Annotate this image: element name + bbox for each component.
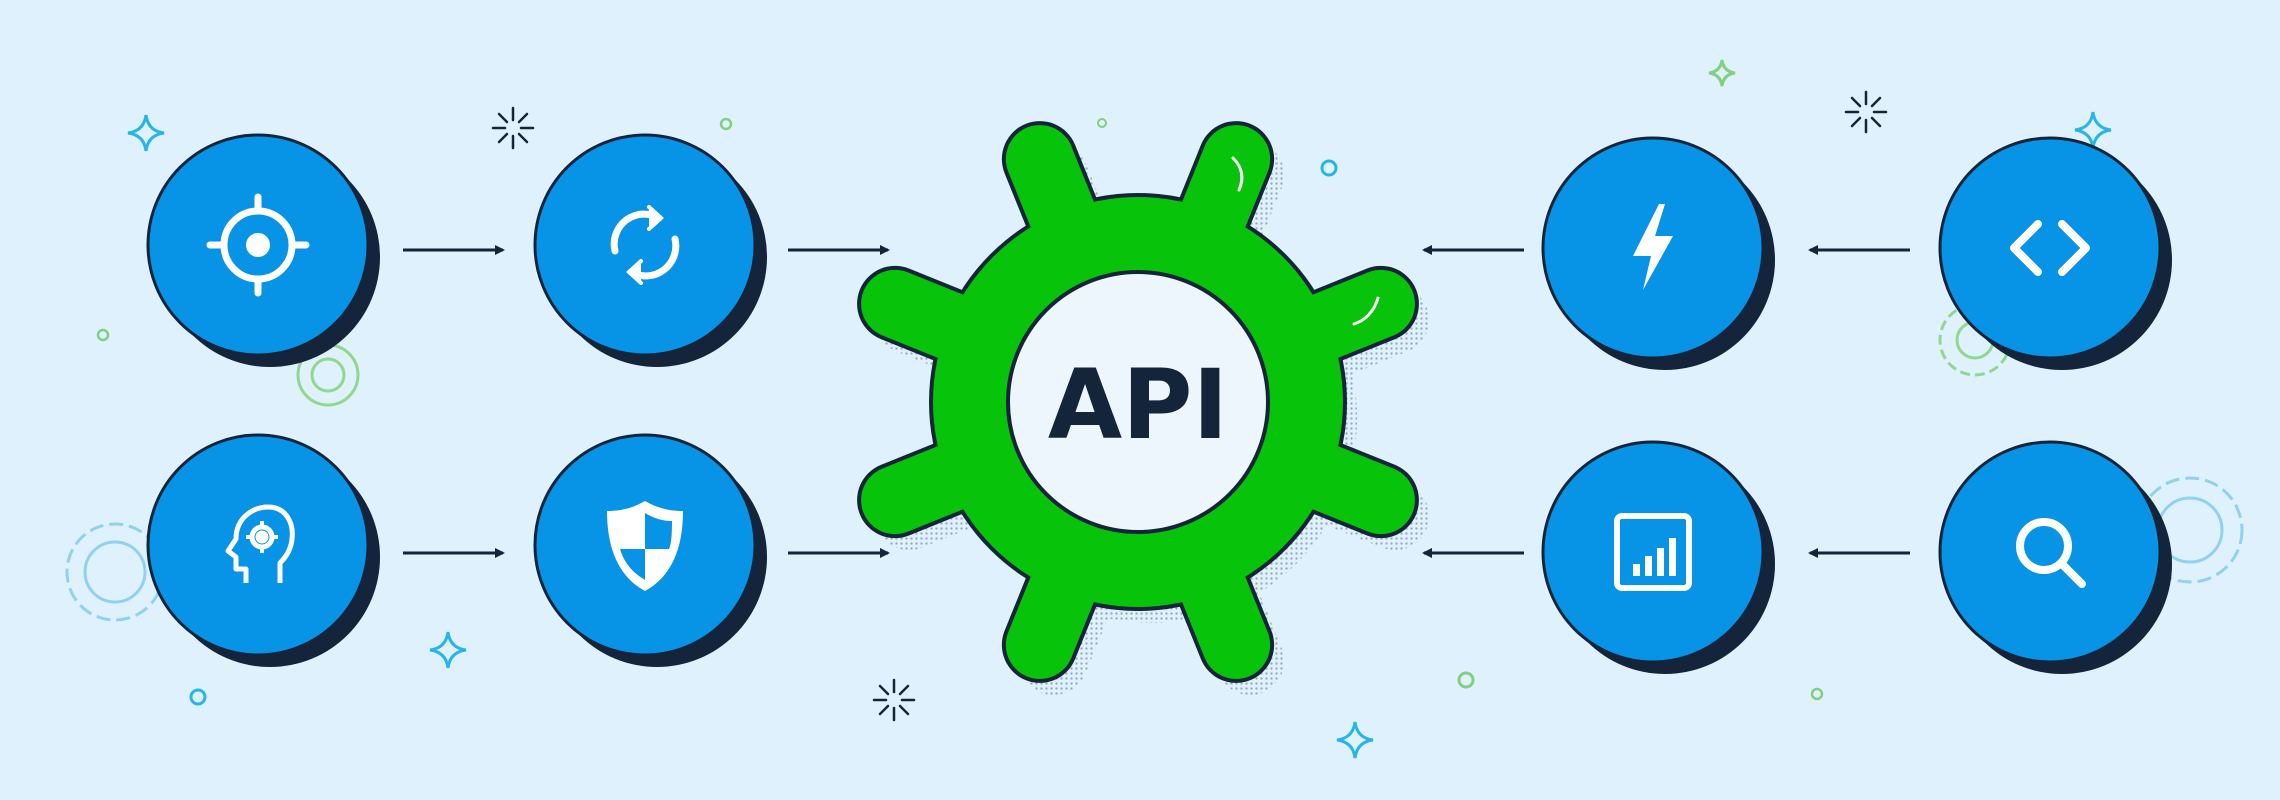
flow-arrows: [403, 245, 1910, 558]
bar-chart-icon: [1614, 513, 1692, 591]
node-target[interactable]: [146, 133, 380, 367]
node-sync[interactable]: [533, 133, 767, 367]
sparkle-icon: [429, 631, 467, 669]
target-icon: [206, 193, 310, 297]
gear-highlight: [1352, 296, 1380, 326]
burst-icon: [491, 106, 535, 150]
sparkle-icon: [1336, 721, 1374, 759]
api-gear-hole: [1006, 270, 1270, 534]
search-icon: [2016, 518, 2086, 588]
node-ai-brain[interactable]: [146, 433, 380, 667]
decor-dot: [1320, 159, 1338, 177]
code-brackets-icon: [2010, 220, 2090, 276]
decor-dot: [1097, 118, 1107, 128]
api-gear-body: [857, 121, 1419, 683]
shield-icon: [607, 501, 683, 591]
sparkle-icon: [127, 114, 165, 152]
api-label: API: [1048, 349, 1228, 461]
decor-dot: [189, 688, 207, 706]
decor-dot: [1810, 687, 1824, 701]
lightning-icon: [1633, 204, 1673, 290]
decor-dot: [96, 328, 110, 342]
node-security[interactable]: [533, 433, 767, 667]
burst-icon: [872, 678, 916, 722]
decor-dot: [719, 117, 733, 131]
burst-icon: [1844, 90, 1888, 134]
sparkle-icon: [1708, 59, 1736, 87]
api-gear: API: [857, 121, 1429, 695]
node-code[interactable]: [1938, 136, 2172, 370]
node-search[interactable]: [1938, 440, 2172, 674]
head-gear-icon: [225, 504, 295, 583]
node-lightning[interactable]: [1541, 136, 1775, 370]
gear-highlight: [1231, 156, 1244, 192]
node-analytics[interactable]: [1541, 440, 1775, 674]
sync-arrows-icon: [610, 205, 680, 285]
decor-dot: [1457, 671, 1475, 689]
